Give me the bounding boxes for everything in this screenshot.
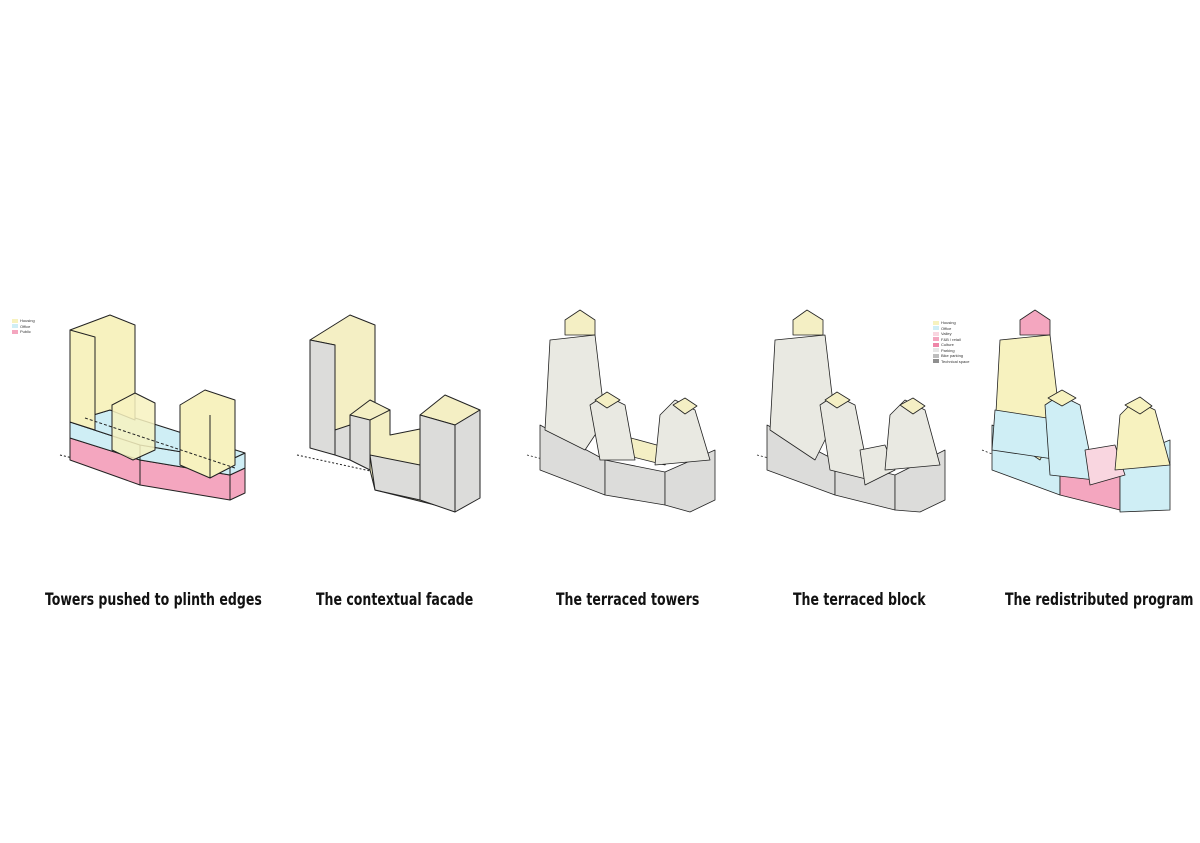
legend-item: Office [12,324,35,330]
caption: The terraced block [793,590,926,610]
swatch-bike-parking [933,353,939,358]
swatch-public [12,329,18,334]
legend-label: Housing [20,318,35,323]
swatch-parking [933,348,939,353]
swatch-fb-retail [933,337,939,342]
legend-item: F&B / retail [933,337,969,343]
diagram-contextual-facade [295,300,535,530]
caption: The redistributed program [1005,590,1194,610]
legend-label: Parking [941,347,955,353]
legend-item: Technical space [933,359,969,365]
legend-label: Public [20,329,31,334]
legend-label: Office [941,325,952,331]
caption: The terraced towers [556,590,700,610]
swatch-culture [933,342,939,347]
swatch-office [12,324,18,329]
caption: The contextual facade [316,590,474,610]
swatch-technical-space [933,359,939,364]
legend-item: Parking [933,348,969,354]
swatch-valley [933,331,939,336]
legend-item: Office [933,326,969,332]
diagram-terraced-towers [525,300,765,530]
legend-label: Bike parking [941,353,964,358]
legend-5: Housing Office Valley F&B / retail Cultu… [933,320,969,364]
swatch-housing [12,318,18,323]
caption: Towers pushed to plinth edges [45,590,262,610]
legend-label: Office [20,323,31,329]
legend-label: Culture [941,342,954,347]
legend-item: Housing [12,318,35,324]
legend-item: Culture [933,342,969,348]
diagram-redistributed-program [980,300,1200,530]
legend-item: Housing [933,320,969,326]
swatch-housing [933,320,939,325]
legend-item: Public [12,329,35,335]
swatch-office [933,326,939,331]
legend-label: Technical space [941,358,970,364]
legend-label: Valley [941,331,952,336]
diagram-terraced-block [755,300,995,530]
diagram-towers-pushed [55,300,295,530]
legend-item: Valley [933,331,969,337]
legend-item: Bike parking [933,353,969,359]
legend-label: F&B / retail [941,336,961,342]
legend-1: Housing Office Public [12,318,35,335]
legend-label: Housing [941,320,956,325]
